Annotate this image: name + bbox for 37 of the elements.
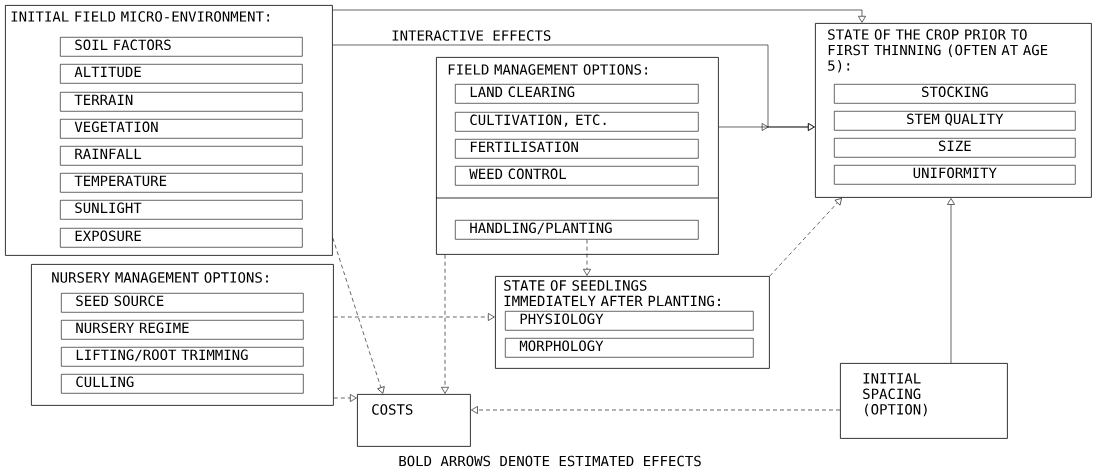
item-box: SEED SOURCE — [61, 293, 304, 313]
item-box: UNIFORMITY — [834, 165, 1076, 185]
item-box: LIFTING/ROOT TRIMMING — [61, 347, 304, 367]
item-box: RAINFALL — [60, 146, 303, 166]
arrow — [583, 239, 591, 276]
arrow — [332, 9, 866, 23]
item-box: FERTILISATION — [455, 139, 699, 159]
arrow — [947, 198, 955, 364]
arrow — [769, 197, 842, 277]
item-box: WEED CONTROL — [455, 166, 699, 186]
arrow — [333, 313, 495, 321]
item-box: SOIL FACTORS — [60, 37, 303, 57]
costs-box: COSTS — [357, 394, 471, 447]
item-box: NURSERY REGIME — [61, 320, 304, 340]
item-box: ALTITUDE — [60, 64, 303, 84]
caption: BOLD ARROWS DENOTE ESTIMATED EFFECTS — [399, 455, 701, 467]
item-box: SUNLIGHT — [60, 200, 303, 220]
item-box: CULTIVATION, ETC. — [455, 112, 699, 132]
item-box: VEGETATION — [60, 119, 303, 139]
arrow — [332, 237, 385, 394]
arrow — [718, 123, 815, 131]
arrow — [441, 254, 449, 394]
item-box: EXPOSURE — [60, 228, 303, 248]
item-box: LAND CLEARING — [455, 84, 699, 104]
item-box: MORPHOLOGY — [505, 338, 754, 358]
item-box: TEMPERATURE — [60, 173, 303, 193]
item-box: SIZE — [834, 138, 1076, 158]
option-box: INITIAL SPACING (OPTION) — [840, 363, 1008, 439]
arrow — [471, 406, 841, 414]
item-box: TERRAIN — [60, 92, 303, 112]
item-box: HANDLING/PLANTING — [455, 220, 699, 240]
arrow — [333, 394, 357, 402]
item-box: PHYSIOLOGY — [505, 311, 754, 331]
edge-label: INTERACTIVE EFFECTS — [390, 29, 553, 42]
item-box: STOCKING — [834, 84, 1076, 104]
item-box: CULLING — [61, 374, 304, 394]
item-box: STEM QUALITY — [834, 111, 1076, 131]
